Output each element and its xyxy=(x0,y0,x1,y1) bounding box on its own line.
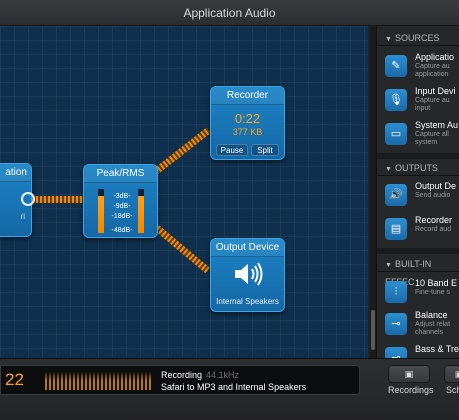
schedule-button[interactable]: ▣ xyxy=(444,365,459,383)
wire-peak-to-output xyxy=(151,222,210,274)
recorder-node[interactable]: Recorder 0:22 377 KB Pause Split xyxy=(210,86,285,160)
app-source-icon xyxy=(21,192,35,206)
peak-meter-left-fill xyxy=(98,195,104,233)
effects-section-header[interactable]: ▼BUILT-IN EFFEC xyxy=(377,256,459,287)
sidebar-item-recorder[interactable]: ▤ Recorder Record aud xyxy=(377,213,459,247)
schedule-icon: ▣ xyxy=(454,369,459,379)
peak-rms-node[interactable]: Peak/RMS -3dB- -9dB- -18dB- -48dB- xyxy=(83,164,158,238)
recording-state: Recording xyxy=(161,370,203,380)
wire-peak-to-recorder xyxy=(149,127,211,178)
sidebar-item-name: Input Devi xyxy=(415,86,456,96)
sidebar-item-desc: Send audio xyxy=(415,192,451,199)
sidebar-item-name: Bass & Tre xyxy=(415,344,459,354)
peak-node-title: Peak/RMS xyxy=(84,165,157,183)
chevron-down-icon: ▼ xyxy=(385,36,392,43)
sidebar-item-name: Applicatio xyxy=(415,52,455,62)
output-device-node[interactable]: Output Device Internal Speakers xyxy=(210,238,285,312)
output-device-name: Internal Speakers xyxy=(216,297,279,306)
split-button[interactable]: Split xyxy=(251,144,279,156)
scrollbar-thumb[interactable] xyxy=(371,310,375,350)
pause-button[interactable]: Pause xyxy=(216,144,248,156)
peak-scale-label: -3dB- xyxy=(113,193,131,200)
recording-route: Safari to MP3 and Internal Speakers xyxy=(161,382,307,392)
sidebar-item-desc: Record aud xyxy=(415,226,452,233)
monitor-icon: ▭ xyxy=(385,123,407,145)
title-bar: Application Audio xyxy=(0,0,459,26)
peak-meter-right xyxy=(138,189,144,233)
recordings-icon: ▣ xyxy=(404,369,414,379)
sidebar-item-desc-line: Capture au xyxy=(415,97,450,104)
sidebar-item-desc: Fine-tune s xyxy=(415,289,451,296)
section-separator xyxy=(377,248,459,254)
sidebar-item-10-band-eq[interactable]: ⫶ 10 Band E Fine-tune s xyxy=(377,276,459,310)
sidebar-item-desc-line: system xyxy=(415,139,438,146)
equalizer-icon: ⫶ xyxy=(385,281,407,303)
application-node-title: ation xyxy=(0,164,31,182)
schedule-label: Sch xyxy=(446,385,459,395)
sidebar-item-desc-line: Capture au xyxy=(415,63,450,70)
app-icon: ✎ xyxy=(385,55,407,77)
recorder-size: 377 KB xyxy=(232,127,263,137)
sources-header-label: SOURCES xyxy=(394,33,440,43)
sidebar-item-name: System Au xyxy=(415,120,459,130)
sidebar-item-desc-line: application xyxy=(415,71,449,78)
sample-rate: 44.1kHz xyxy=(206,370,240,380)
sidebar-scrollbar[interactable] xyxy=(370,26,376,358)
recorder-time: 0:22 xyxy=(234,111,261,126)
recordings-label: Recordings xyxy=(388,385,434,395)
application-source-node[interactable]: ation ri xyxy=(0,163,35,237)
sidebar-item-bass-treble[interactable]: ⊸ Bass & Tre xyxy=(377,342,459,358)
sidebar-item-desc-line: channels xyxy=(415,329,444,336)
section-separator xyxy=(377,153,459,159)
sidebar-item-desc-line: Adjust relat xyxy=(415,321,451,328)
sidebar-item-name: Balance xyxy=(415,310,448,320)
speaker-icon: 🔊 xyxy=(385,184,407,206)
bass-icon: ⊸ xyxy=(385,347,407,358)
recorder-node-title: Recorder xyxy=(211,87,284,105)
chevron-down-icon: ▼ xyxy=(385,166,392,173)
sidebar-item-name: Output De xyxy=(415,181,457,191)
outputs-section-header[interactable]: ▼OUTPUTS xyxy=(377,160,459,176)
recording-time: 22 xyxy=(5,370,24,389)
peak-scale-label: -9dB- xyxy=(113,203,131,210)
sidebar-item-output-device[interactable]: 🔊 Output De Send audio xyxy=(377,179,459,213)
speaker-icon xyxy=(211,261,284,292)
peak-scale-label: -18dB- xyxy=(111,213,133,220)
peak-meter-left xyxy=(98,189,104,233)
audio-graph-canvas[interactable]: ation ri Peak/RMS -3dB- -9dB- -18dB- -48… xyxy=(0,26,368,358)
chevron-down-icon: ▼ xyxy=(385,262,392,269)
balance-icon: ⊸ xyxy=(385,313,407,335)
sidebar-item-desc-line: Capture all xyxy=(415,131,449,138)
microphone-icon: 🎙 xyxy=(385,89,407,111)
peak-meter-right-fill xyxy=(138,195,144,233)
outputs-header-label: OUTPUTS xyxy=(394,163,438,173)
document-icon: ▤ xyxy=(385,218,407,240)
window-title: Application Audio xyxy=(183,6,276,20)
sources-section-header[interactable]: ▼SOURCES xyxy=(377,30,459,46)
waveform-visualizer xyxy=(45,372,153,390)
wire-app-to-peak xyxy=(32,196,84,203)
application-node-subtitle: ri xyxy=(20,212,25,221)
recordings-button[interactable]: ▣ xyxy=(388,365,430,383)
waveform-mask xyxy=(45,372,153,390)
sidebar-item-desc-line: input xyxy=(415,105,431,112)
peak-scale-label: -48dB- xyxy=(111,227,133,234)
sidebar-item-name: Recorder xyxy=(415,215,453,225)
sidebar-item-name: 10 Band E xyxy=(415,278,458,288)
output-node-title: Output Device xyxy=(211,239,284,257)
